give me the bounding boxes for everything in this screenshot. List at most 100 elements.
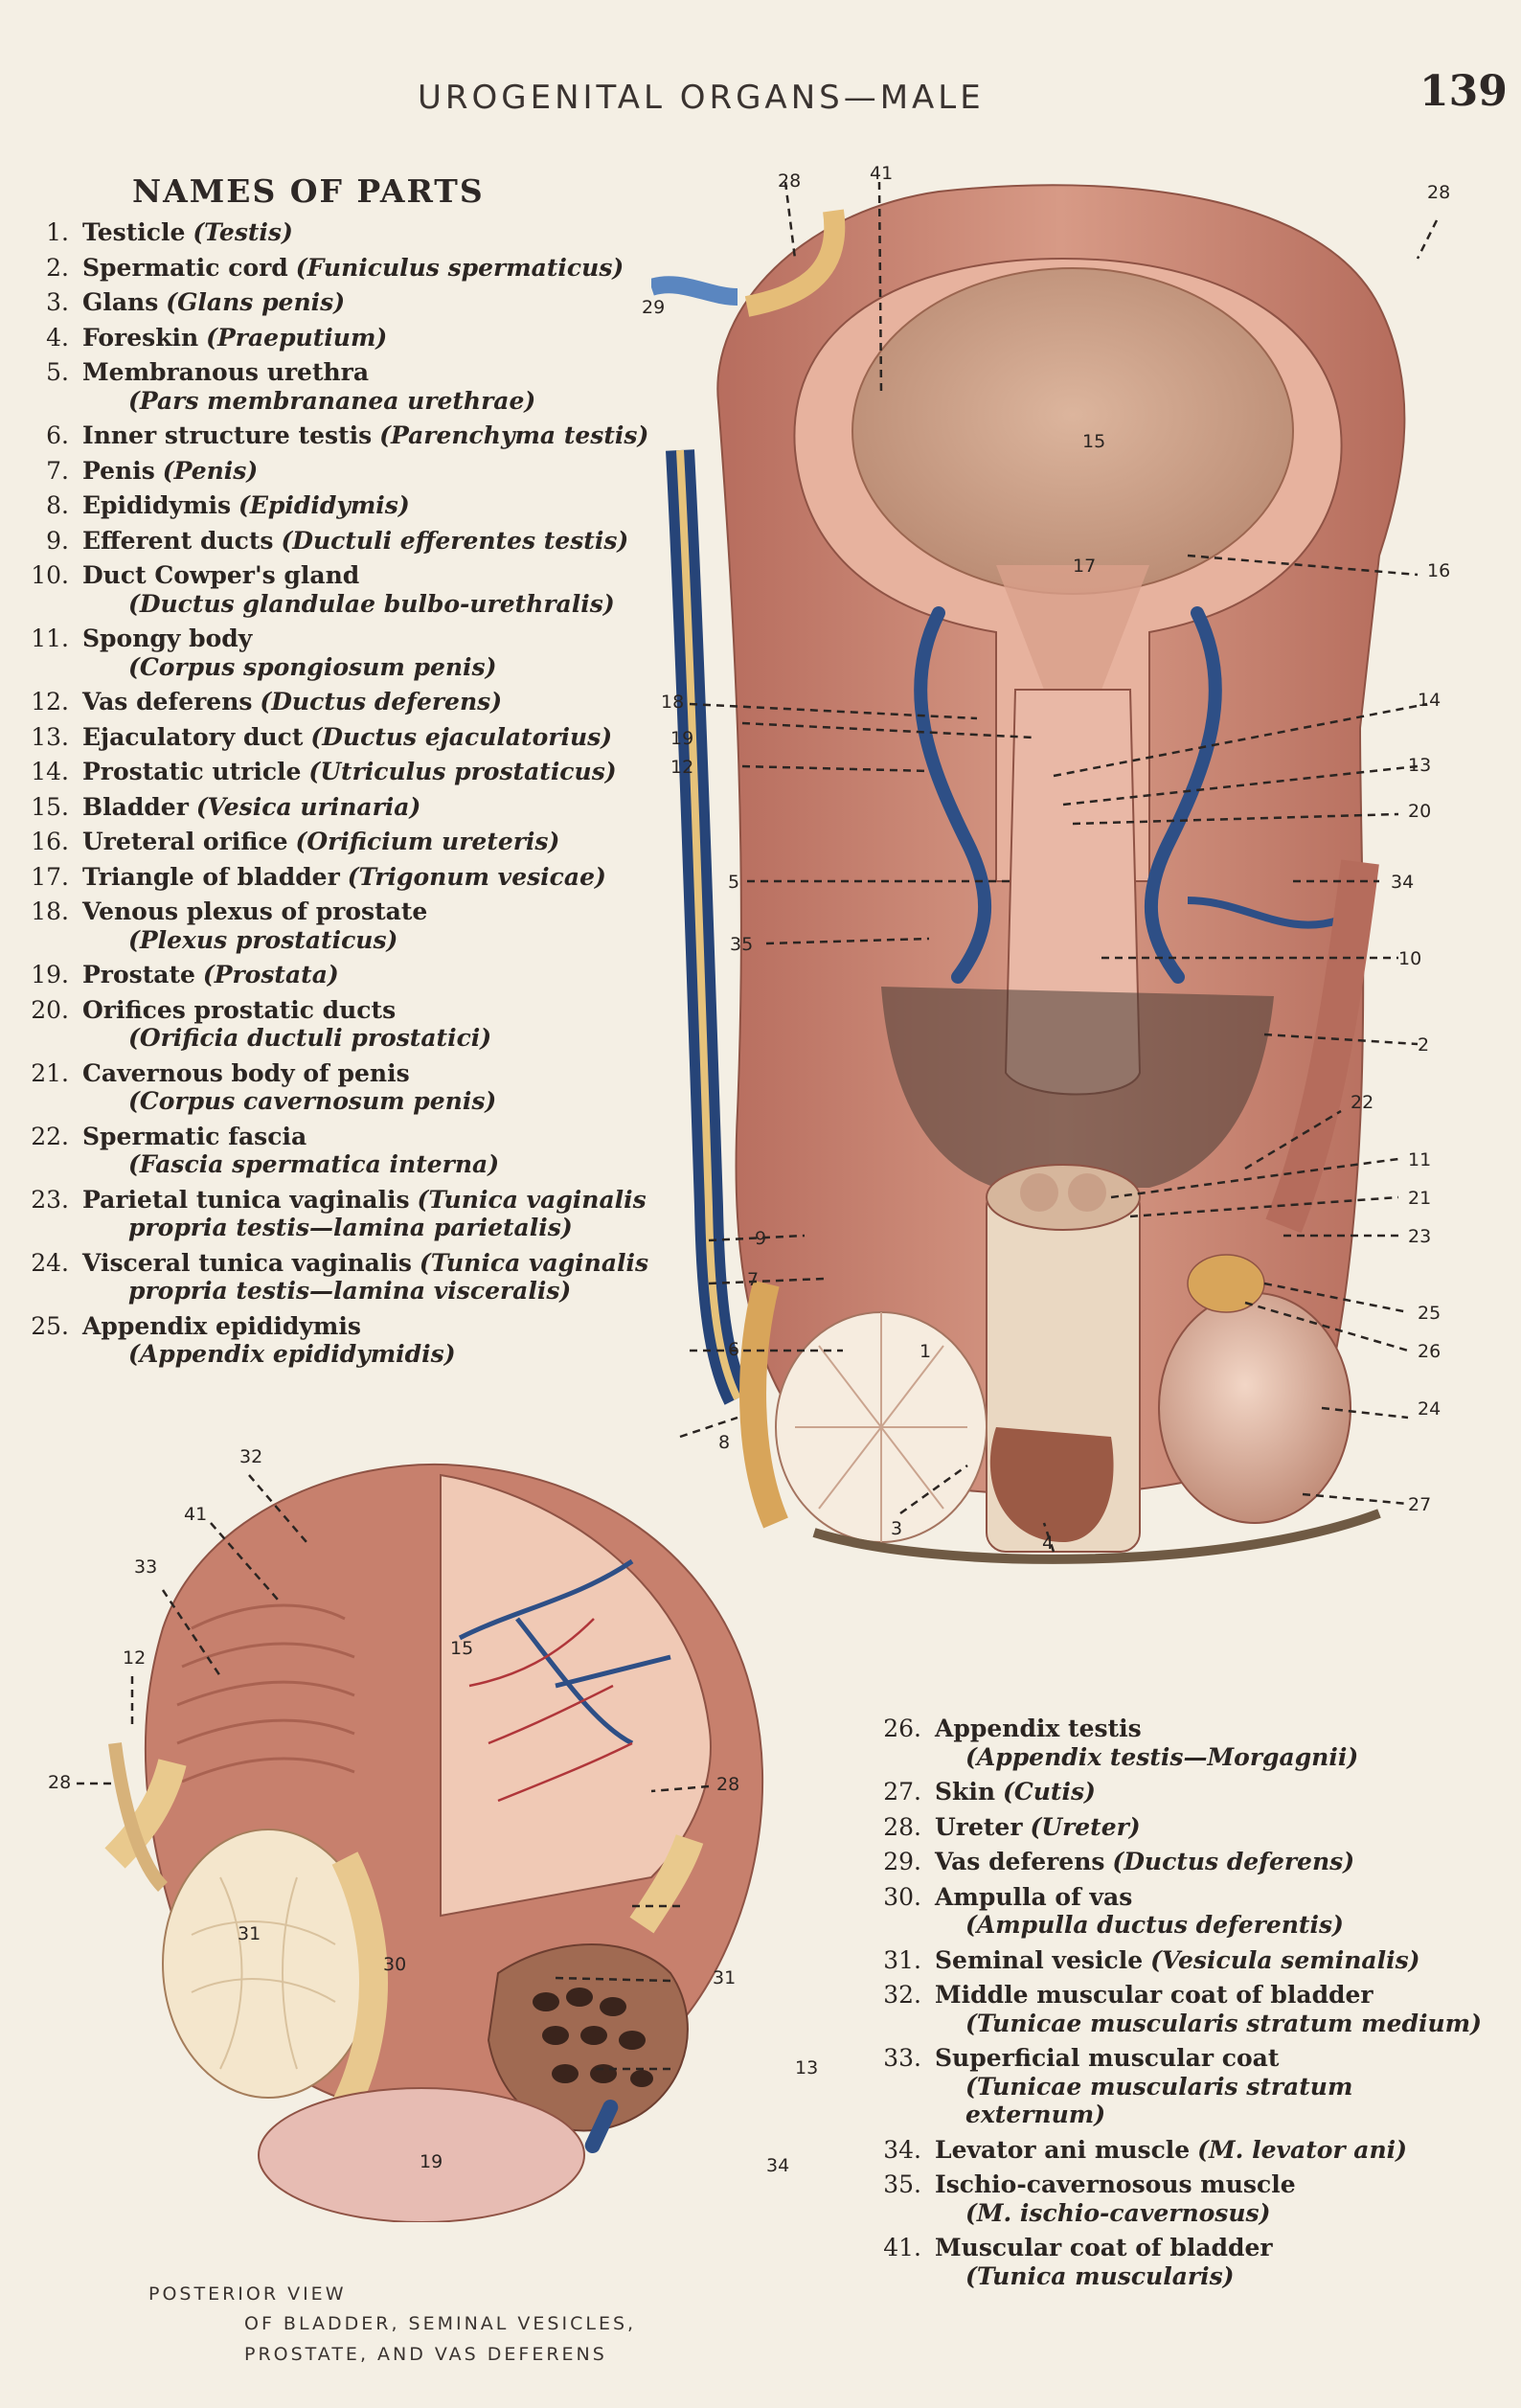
legend-item-number: 17. — [31, 862, 69, 891]
legend-item-text: Orifices prostatic ducts(Orificia ductul… — [82, 996, 692, 1053]
legend-item-name: Triangle of bladder — [82, 862, 340, 891]
legend-item-text: Membranous urethra(Pars membrananea uret… — [82, 358, 692, 415]
callout-28: 28 — [48, 1772, 72, 1793]
legend-item-latin-subline: propria testis—lamina visceralis) — [128, 1277, 572, 1305]
legend-item: 31.Seminal vesicle (Vesicula seminalis) — [868, 1946, 1500, 1975]
legend-item: 15.Bladder (Vesica urinaria) — [21, 793, 692, 822]
legend-item-latin-subline: propria testis—lamina parietalis) — [128, 1214, 573, 1241]
legend-item-number: 15. — [31, 792, 69, 821]
callout-14: 14 — [1418, 690, 1442, 711]
legend-item-number: 34. — [883, 2135, 921, 2164]
legend-item-latin: (Ductuli efferentes testis) — [281, 526, 629, 555]
legend-item: 12. Vas deferens (Ductus deferens) — [21, 688, 692, 716]
legend-item-name: Parietal tunica vaginalis — [82, 1185, 410, 1214]
legend-item-number: 12. — [31, 688, 69, 716]
callout-22: 22 — [1351, 1092, 1374, 1113]
legend-item-number: 24. — [31, 1248, 69, 1277]
legend-item-latin: (Vesica urinaria) — [195, 792, 421, 821]
legend-item: 35.Ischio-cavernosous muscle(M. ischio-c… — [868, 2170, 1500, 2227]
legend-item-latin-subline: (Tunicae muscularis stratum externum) — [965, 2072, 1353, 2129]
legend-item-text: Ureteral orifice (Orificium ureteris) — [82, 828, 692, 856]
callout-26: 26 — [1418, 1341, 1442, 1362]
legend-names-of-parts-continued: 26.Appendix testis(Appendix testis—Morga… — [868, 1715, 1500, 2297]
running-head: UROGENITAL ORGANS—MALE — [418, 79, 985, 117]
legend-item-latin: (Tunica vaginalis — [419, 1248, 649, 1277]
legend-item-latin: (Cutis) — [1003, 1778, 1096, 1806]
legend-item: 25.Appendix epididymis(Appendix epididym… — [21, 1312, 692, 1369]
callout-4: 4 — [1042, 1533, 1055, 1554]
legend-names-of-parts: 1.Testicle (Testis)2.Spermatic cord (Fun… — [21, 218, 692, 1375]
legend-item-name: Middle muscular coat of bladder — [935, 1981, 1373, 2009]
legend-item-number: 3. — [46, 288, 69, 316]
callout-10: 10 — [1398, 948, 1422, 969]
callout-1: 1 — [919, 1341, 932, 1362]
legend-item-name: Foreskin — [82, 323, 199, 352]
legend-item-name: Penis — [82, 456, 155, 485]
caption-line-1: POSTERIOR VIEW — [148, 2283, 347, 2305]
legend-item-number: 14. — [31, 758, 69, 785]
callout-13: 13 — [1408, 755, 1432, 776]
legend-item-latin-subline: (Appendix testis—Morgagnii) — [965, 1742, 1359, 1771]
legend-item-text: Foreskin (Praeputium) — [82, 324, 692, 352]
legend-item-text: Venous plexus of prostate(Plexus prostat… — [82, 897, 692, 954]
callout-12: 12 — [670, 757, 694, 778]
legend-item: 13.Ejaculatory duct (Ductus ejaculatoriu… — [21, 723, 692, 752]
leader-lines — [679, 181, 1439, 1553]
legend-item-name: Visceral tunica vaginalis — [82, 1248, 412, 1277]
legend-item: 20. Orifices prostatic ducts(Orificia duc… — [21, 996, 692, 1053]
legend-item-latin-subline: (Corpus spongiosum penis) — [128, 652, 497, 681]
legend-item-latin-subline: (Appendix epididymidis) — [128, 1340, 456, 1368]
legend-item: 32.Middle muscular coat of bladder(Tunic… — [868, 1981, 1500, 2037]
legend-item-latin-subline: (Tunica muscularis) — [965, 2261, 1235, 2290]
legend-item-name: Ureteral orifice — [82, 828, 288, 855]
legend-item-number: 21. — [31, 1058, 69, 1087]
callout-3: 3 — [891, 1518, 903, 1539]
callout-28: 28 — [716, 1774, 740, 1795]
legend-item: 11.Spongy body(Corpus spongiosum penis) — [21, 625, 692, 681]
callout-17: 17 — [1073, 556, 1097, 577]
legend-item-latin-subline: (M. ischio-cavernosus) — [965, 2198, 1271, 2227]
legend-item: 2.Spermatic cord (Funiculus spermaticus) — [21, 254, 692, 283]
legend-item-name: Superficial muscular coat — [935, 2044, 1280, 2072]
callout-35: 35 — [730, 934, 754, 955]
legend-item-name: Testicle — [82, 218, 186, 246]
legend-item-latin: (Penis) — [162, 456, 259, 485]
callout-18: 18 — [661, 692, 685, 713]
callout-28: 28 — [1427, 182, 1451, 203]
legend-item-name: Prostate — [82, 961, 195, 988]
legend-item-text: Appendix testis(Appendix testis—Morgagni… — [935, 1715, 1500, 1771]
legend-item-name: Appendix testis — [935, 1715, 1142, 1742]
legend-item-number: 29. — [883, 1848, 921, 1875]
legend-item: 24. Visceral tunica vaginalis (Tunica vag… — [21, 1249, 692, 1306]
legend-item-latin: (Trigonum vesicae) — [347, 862, 606, 891]
legend-item-name: Levator ani muscle — [935, 2135, 1191, 2164]
legend-item-name: Duct Cowper's gland — [82, 561, 360, 589]
legend-item-latin: (Utriculus prostaticus) — [308, 758, 617, 785]
callout-19: 19 — [670, 728, 694, 749]
legend-item-latin: (Parenchyma testis) — [379, 421, 649, 449]
legend-item-number: 20. — [31, 995, 69, 1024]
legend-item-name: Seminal vesicle — [935, 1945, 1144, 1974]
callout-9: 9 — [755, 1228, 767, 1249]
legend-item: 7.Penis (Penis) — [21, 457, 692, 486]
legend-item-number: 33. — [883, 2044, 921, 2072]
legend-item: 19.Prostate (Prostata) — [21, 961, 692, 989]
legend-item: 3.Glans (Glans penis) — [21, 288, 692, 317]
legend-item-name: Epididymis — [82, 491, 232, 519]
legend-item: 21.Cavernous body of penis(Corpus cavern… — [21, 1059, 692, 1116]
anterior-dissection-illustration — [648, 181, 1439, 1564]
legend-item-latin-subline: (Fascia spermatica interna) — [128, 1150, 500, 1178]
legend-heading: NAMES OF PARTS — [132, 172, 485, 210]
legend-item-number: 6. — [46, 421, 69, 449]
legend-item-number: 9. — [46, 526, 69, 555]
legend-item-name: Vas deferens — [82, 688, 253, 716]
legend-item: 33. Superficial muscular coat(Tunicae mus… — [868, 2044, 1500, 2129]
legend-item-latin: (Ductus deferens) — [260, 688, 503, 716]
legend-item-text: Spermatic cord (Funiculus spermaticus) — [82, 254, 692, 283]
legend-item-latin: (Praeputium) — [206, 323, 388, 352]
posterior-view-figure: 32 41 33 12 15 28 28 31 30 31 13 19 34 — [48, 1437, 881, 2223]
legend-item: 8.Epididymis (Epididymis) — [21, 491, 692, 520]
legend-item-number: 41. — [883, 2234, 921, 2261]
caption-line-3: PROSTATE, AND VAS DEFERENS — [244, 2343, 607, 2365]
legend-item-text: Appendix epididymis(Appendix epididymidi… — [82, 1312, 692, 1369]
